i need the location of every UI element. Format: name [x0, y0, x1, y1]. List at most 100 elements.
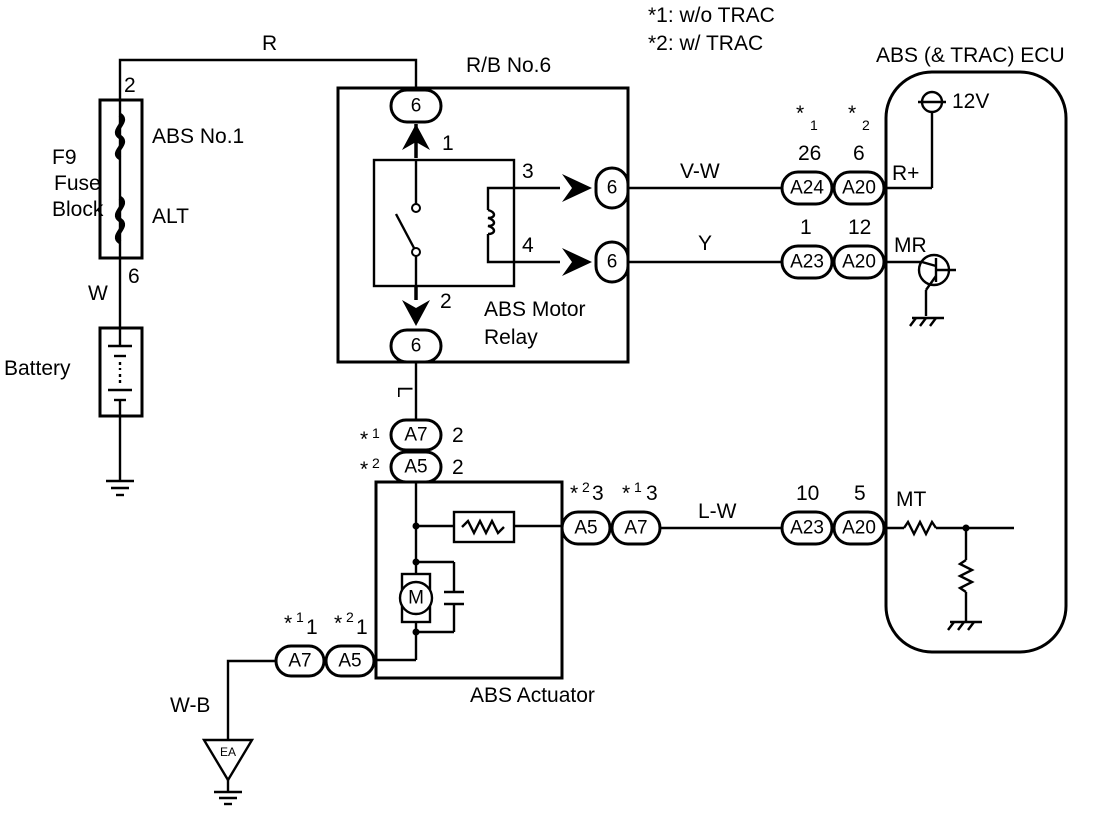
relay-pin2-label: 2	[440, 290, 452, 313]
actuator-capacitor-icon	[444, 590, 464, 606]
connector-a5-top: A5	[389, 450, 443, 484]
svg-text:6: 6	[411, 96, 422, 117]
connector-a20-mt: A20	[832, 510, 886, 546]
wire-label-l: L	[393, 386, 416, 398]
mr-pin-a20-number: 12	[848, 216, 871, 239]
relay-pin2-arrow-icon	[402, 286, 430, 326]
wire-label-y: Y	[698, 232, 712, 255]
connector-a5-right: A5	[560, 510, 612, 546]
connector-a7-right: A7	[610, 510, 662, 546]
actuator-left-pin2: 1	[356, 616, 368, 639]
svg-text:6: 6	[607, 178, 618, 199]
svg-text:A24: A24	[790, 178, 824, 199]
relay-name-line2: Relay	[484, 326, 538, 349]
ecu-terminal-mr: MR	[894, 234, 927, 257]
mt-pin-a23-number: 10	[796, 482, 819, 505]
connector-a7-left: A7	[274, 644, 326, 678]
svg-text:A23: A23	[790, 518, 824, 539]
ecu-terminal-rplus: R+	[892, 162, 919, 185]
svg-text:A7: A7	[404, 425, 427, 446]
relay-name-line1: ABS Motor	[484, 298, 586, 321]
relay-pin4-label: 4	[522, 234, 534, 257]
actuator-top-star2: *	[360, 458, 368, 481]
ecu-title: ABS (& TRAC) ECU	[876, 44, 1065, 67]
actuator-top-sup2: 2	[372, 455, 380, 471]
svg-text:A20: A20	[842, 178, 876, 199]
note-without-trac: *1: w/o TRAC	[648, 4, 775, 27]
svg-text:A20: A20	[842, 518, 876, 539]
ecu-col-sub2: 2	[862, 117, 870, 133]
relay-pin1-label: 1	[442, 132, 454, 155]
relay-block-connector-top: 6	[389, 88, 443, 124]
relay-pin4-arrow-icon	[562, 248, 592, 276]
fuse-abs-no1-icon	[114, 113, 126, 160]
actuator-left-pin1: 1	[306, 616, 318, 639]
connector-a20-mr: A20	[832, 244, 886, 280]
wire-label-w: W	[88, 282, 108, 305]
svg-text:6: 6	[607, 252, 618, 273]
abs-actuator-box	[374, 480, 564, 680]
rplus-pin-a24-number: 26	[798, 142, 821, 165]
ecu-12v-label: 12V	[952, 90, 989, 113]
ecu-12v-supply-icon	[884, 90, 946, 190]
relay-pin1-arrow-icon	[402, 124, 430, 158]
ecu-terminal-mt: MT	[896, 488, 926, 511]
relay-pin3-label: 3	[522, 160, 534, 183]
actuator-left-star1: *	[284, 612, 292, 635]
relay-block-title: R/B No.6	[466, 54, 551, 77]
fuse-block-pin-top: 2	[124, 74, 136, 97]
relay-pin3-arrow-icon	[562, 174, 592, 202]
actuator-top-star1: *	[360, 428, 368, 451]
fuse-alt-icon	[114, 196, 126, 244]
battery	[98, 326, 144, 480]
battery-label: Battery	[4, 357, 71, 380]
wire-label-lw: L-W	[698, 500, 737, 523]
svg-text:A5: A5	[338, 651, 361, 672]
actuator-top-a5-pin: 2	[452, 456, 464, 479]
connector-a20-rplus: A20	[832, 170, 886, 206]
svg-text:A5: A5	[574, 518, 597, 539]
svg-text:A7: A7	[624, 518, 647, 539]
fuse-block-name-line1: F9	[52, 146, 77, 169]
svg-text:A20: A20	[842, 252, 876, 273]
relay-switch-contact	[394, 160, 421, 286]
abs-motor-relay-box	[372, 158, 516, 288]
actuator-right-sup1: 1	[634, 479, 642, 495]
abs-trac-ecu-box	[884, 70, 1068, 654]
note-with-trac: *2: w/ TRAC	[648, 32, 763, 55]
svg-text:A23: A23	[790, 252, 824, 273]
actuator-left-star2: *	[334, 612, 342, 635]
actuator-right-pin1: 3	[646, 482, 658, 505]
relay-coil-icon	[486, 186, 560, 264]
mt-pin-a20-number: 5	[854, 482, 866, 505]
actuator-resistor-icon	[452, 510, 516, 544]
svg-text:M: M	[408, 588, 424, 609]
rplus-pin-a20-number: 6	[853, 142, 865, 165]
battery-ground-icon	[106, 479, 134, 497]
pump-motor-icon: M	[398, 572, 434, 624]
relay-block-box	[336, 86, 630, 364]
fuse-block-name-line2: Fuse	[54, 172, 101, 195]
connector-a7-top: A7	[389, 418, 443, 452]
relay-block-connector-bottom: 6	[389, 328, 443, 364]
wire-wb	[226, 659, 276, 740]
wire-r	[118, 58, 418, 100]
actuator-left-sup1: 1	[296, 609, 304, 625]
svg-text:A5: A5	[404, 457, 427, 478]
actuator-right-star2: *	[570, 482, 578, 505]
actuator-top-sup1: 1	[372, 425, 380, 441]
actuator-right-sup2: 2	[582, 479, 590, 495]
relay-block-connector-pin4: 6	[594, 240, 630, 284]
wire-label-r: R	[262, 32, 277, 55]
wire-label-wb: W-B	[170, 694, 210, 717]
fuse-block-pin-bottom: 6	[128, 265, 140, 288]
ecu-col-star1: *	[796, 102, 804, 125]
ecu-col-star2: *	[848, 102, 856, 125]
ecu-mr-transistor-icon	[884, 253, 956, 327]
actuator-top-a7-pin: 2	[452, 424, 464, 447]
svg-text:A7: A7	[288, 651, 311, 672]
ecu-mt-circuit-icon	[884, 519, 1014, 631]
fuse-alt-label: ALT	[152, 205, 189, 228]
connector-a5-left: A5	[324, 644, 376, 678]
fuse-block-name-line3: Block	[52, 198, 104, 221]
